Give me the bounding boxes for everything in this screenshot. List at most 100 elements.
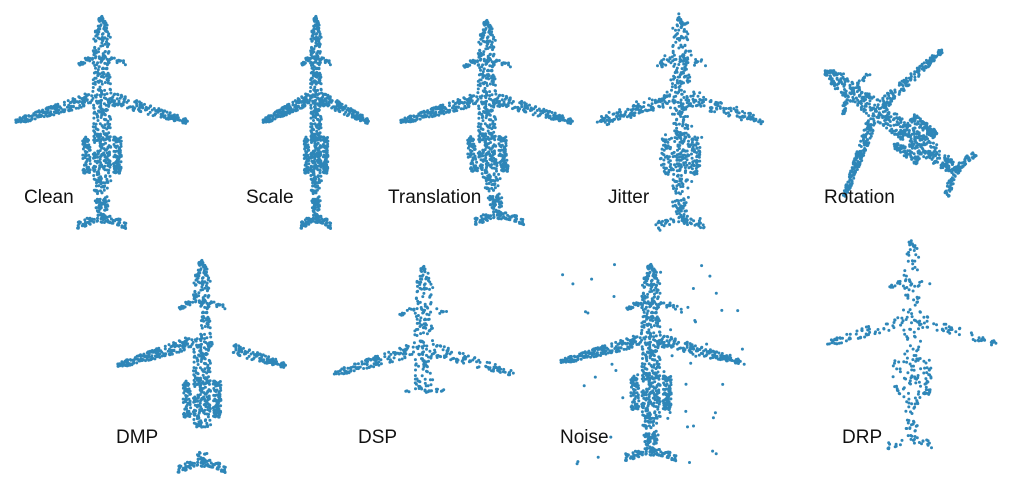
point (839, 80, 843, 84)
point (473, 59, 477, 63)
point (137, 106, 141, 110)
point (692, 143, 696, 147)
point (488, 82, 492, 86)
point (913, 75, 917, 79)
point (741, 110, 744, 113)
point (317, 219, 321, 223)
point (105, 37, 109, 41)
point (168, 111, 172, 115)
point (694, 58, 698, 61)
point (938, 53, 942, 57)
point (709, 100, 713, 104)
point (100, 143, 104, 146)
point (283, 110, 286, 114)
point (507, 61, 510, 65)
point (934, 146, 938, 150)
point (328, 100, 332, 103)
point (660, 147, 664, 151)
point (97, 65, 101, 69)
point (325, 137, 329, 140)
point (474, 157, 478, 161)
point (669, 78, 673, 82)
point (569, 122, 573, 125)
point (320, 97, 324, 100)
point (657, 97, 661, 101)
point (500, 148, 504, 152)
point (87, 153, 91, 157)
point (300, 100, 304, 104)
point (311, 189, 315, 193)
point (91, 86, 95, 89)
point (303, 218, 307, 222)
point (314, 82, 318, 86)
point (105, 216, 109, 219)
point (322, 162, 325, 165)
point (674, 210, 678, 214)
point (316, 161, 320, 165)
point (100, 16, 104, 20)
point (675, 37, 679, 41)
point (114, 145, 117, 149)
point (100, 41, 104, 45)
point (165, 110, 169, 114)
point (491, 73, 495, 77)
point (453, 102, 457, 106)
point (663, 171, 667, 174)
point (114, 218, 118, 222)
point (684, 123, 688, 127)
point (359, 116, 363, 120)
point (699, 59, 703, 63)
point (337, 100, 341, 104)
point (303, 167, 307, 171)
point (304, 224, 307, 228)
point (495, 59, 499, 63)
point (427, 115, 431, 119)
point (27, 118, 31, 122)
point (324, 218, 328, 222)
point (479, 96, 483, 100)
point (110, 97, 114, 100)
point (105, 151, 109, 155)
point (300, 104, 304, 107)
point (662, 158, 666, 162)
point (478, 164, 482, 168)
point (743, 111, 747, 115)
point (316, 42, 320, 46)
point (94, 165, 98, 169)
point (494, 208, 498, 212)
point (603, 120, 607, 124)
point (95, 99, 98, 103)
point (696, 163, 700, 167)
point (490, 163, 494, 167)
point (678, 110, 682, 113)
point (492, 77, 496, 81)
point (550, 117, 553, 121)
point (312, 172, 316, 176)
point (109, 117, 113, 121)
point (109, 91, 113, 95)
point (471, 94, 474, 98)
point (734, 109, 738, 112)
point (505, 96, 509, 100)
point (687, 139, 690, 143)
point (311, 33, 315, 37)
point (487, 182, 491, 185)
point (548, 109, 552, 113)
point (679, 137, 683, 140)
point (689, 104, 693, 108)
point (704, 64, 707, 68)
point (163, 109, 167, 113)
point (462, 101, 465, 105)
point (314, 91, 318, 95)
point (103, 50, 107, 53)
point (647, 97, 651, 101)
point (103, 123, 107, 127)
point (118, 147, 122, 150)
point (697, 155, 701, 159)
point (503, 136, 507, 140)
point (484, 103, 488, 106)
point (675, 153, 679, 157)
point (484, 168, 488, 172)
point (315, 201, 319, 205)
point (314, 16, 318, 20)
